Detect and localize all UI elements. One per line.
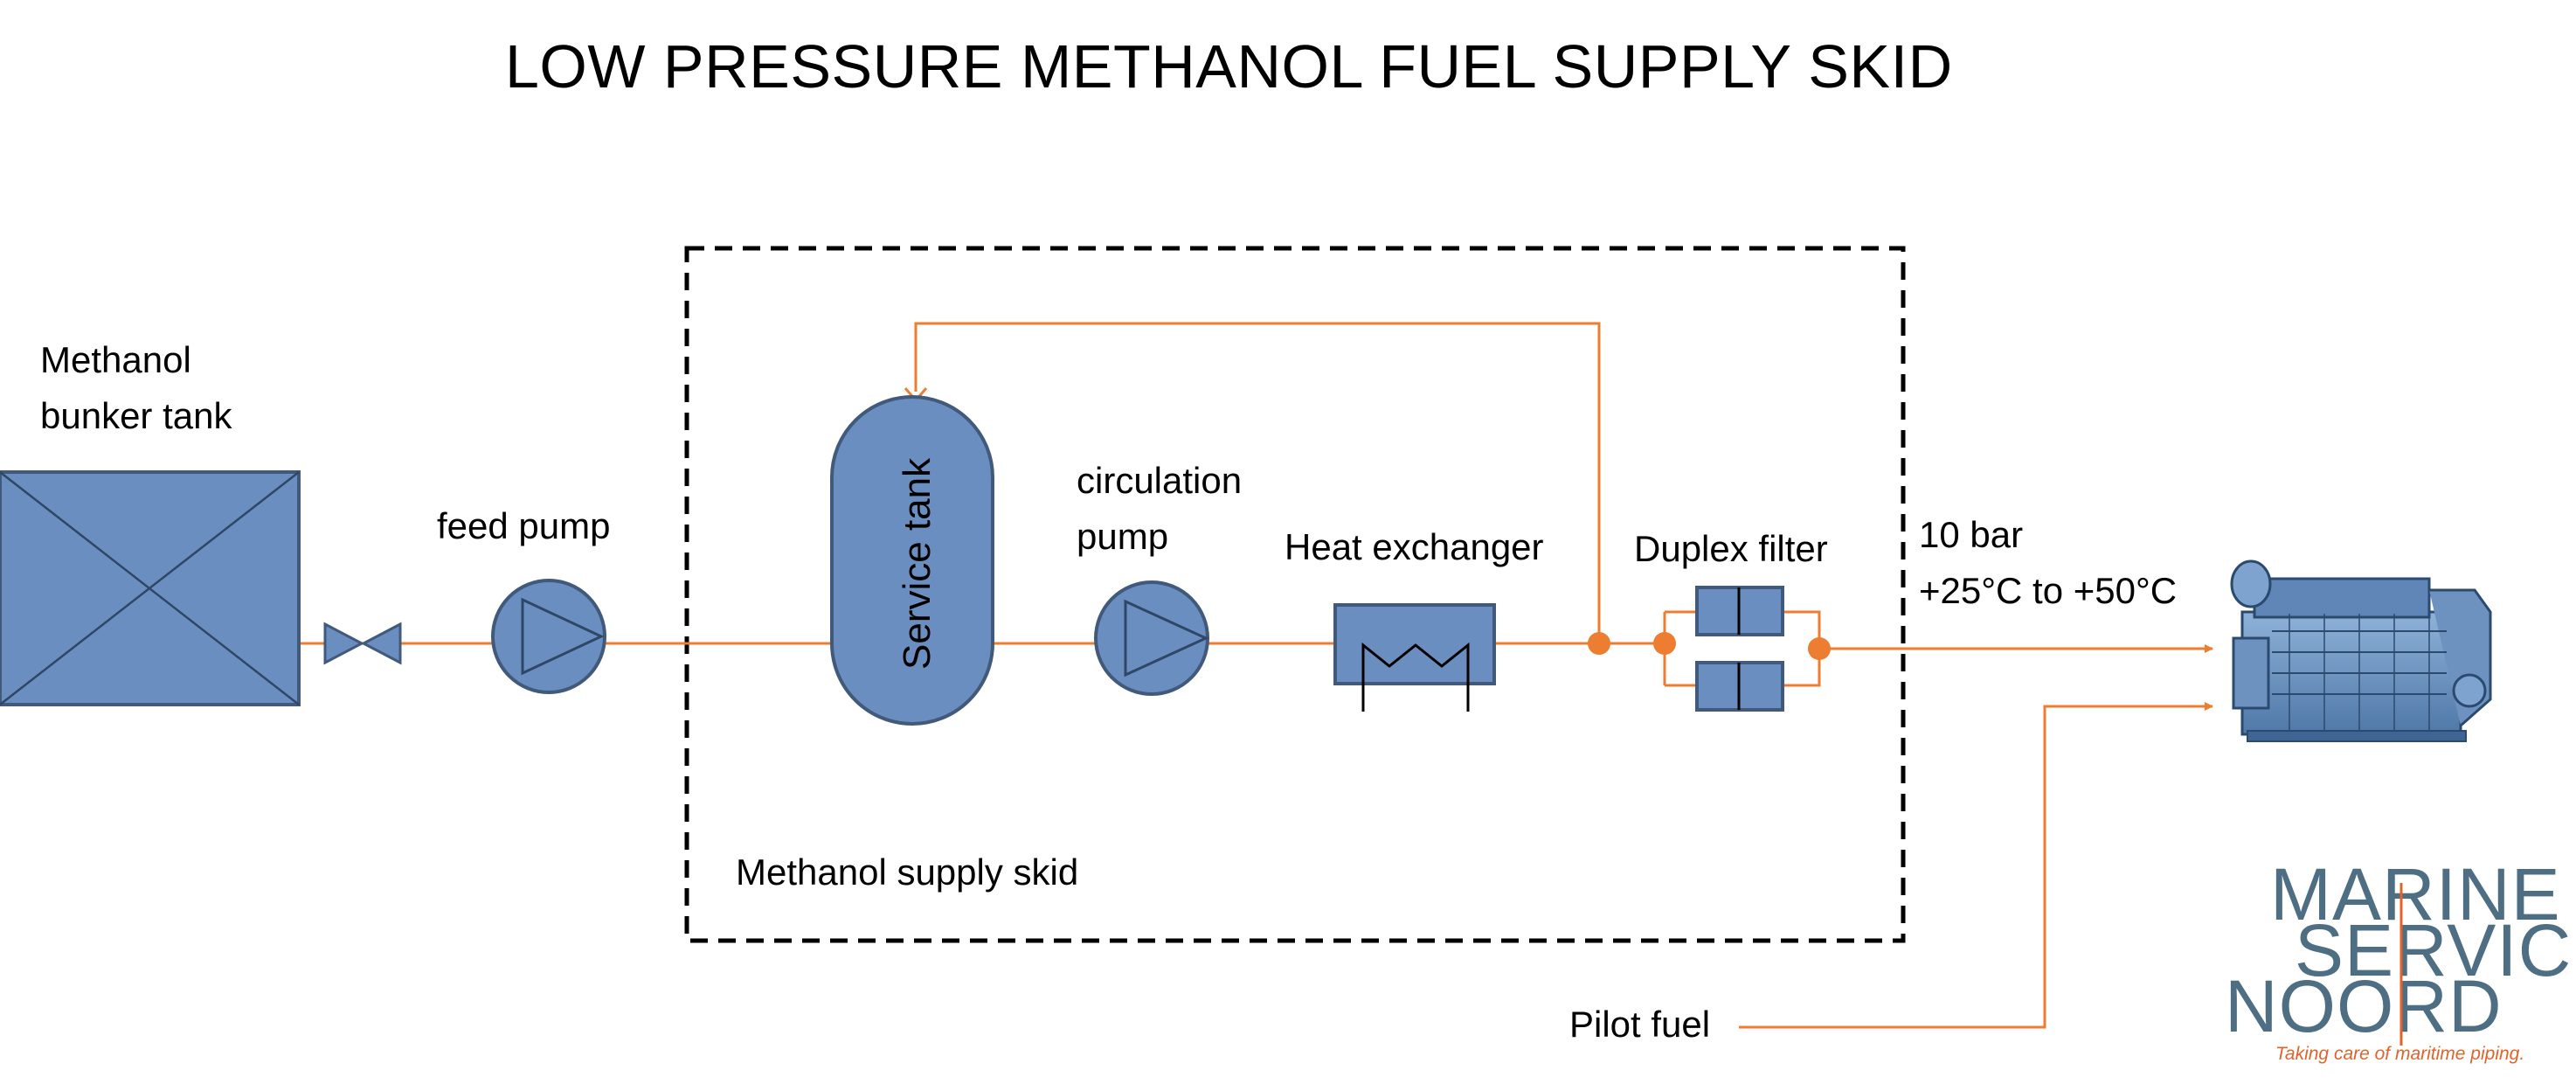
pressure-label: 10 bar [1919,514,2023,555]
logo-line3: NOORD [2225,965,2503,1047]
pilot-fuel-label: Pilot fuel [1569,1004,1710,1045]
pilot-fuel-pipe [1739,702,2213,1029]
logo-line1: MARINE [2270,853,2561,935]
circulation-pump-label-line1: circulation [1077,460,1242,501]
heat-exchanger [1333,603,1496,712]
duplex-filter-label: Duplex filter [1634,528,1828,569]
return-line [914,322,1601,643]
bunker-tank-label-line2: bunker tank [40,395,232,436]
bunker-tank-label-line1: Methanol [40,339,191,380]
diagram-title: LOW PRESSURE METHANOL FUEL SUPPLY SKID [505,32,1953,101]
circulation-pump-label-line2: pump [1077,516,1168,557]
heat-exchanger-label: Heat exchanger [1285,526,1544,567]
junction-dot [1808,637,1831,660]
valve-icon [323,622,402,665]
service-tank-label: Service tank [896,457,938,670]
circulation-pump-icon [1094,580,1209,696]
service-tank [830,395,994,726]
duplex-filter [1695,586,1784,712]
junction-dot [1588,632,1610,655]
feed-pump-icon [491,579,606,694]
engine-icon [2230,559,2492,742]
company-logo: MARINE SERVICE NOORD Taking care of mari… [2225,853,2576,1064]
logo-tagline: Taking care of maritime piping. [2275,1044,2524,1064]
skid-boundary [684,246,1906,943]
bunker-tank [0,470,301,706]
feed-pump-label: feed pump [437,505,610,546]
skid-label: Methanol supply skid [736,851,1078,893]
logo-line2: SERVICE [2295,909,2576,991]
junction-dot [1653,632,1676,655]
temperature-label: +25°C to +50°C [1919,570,2177,611]
